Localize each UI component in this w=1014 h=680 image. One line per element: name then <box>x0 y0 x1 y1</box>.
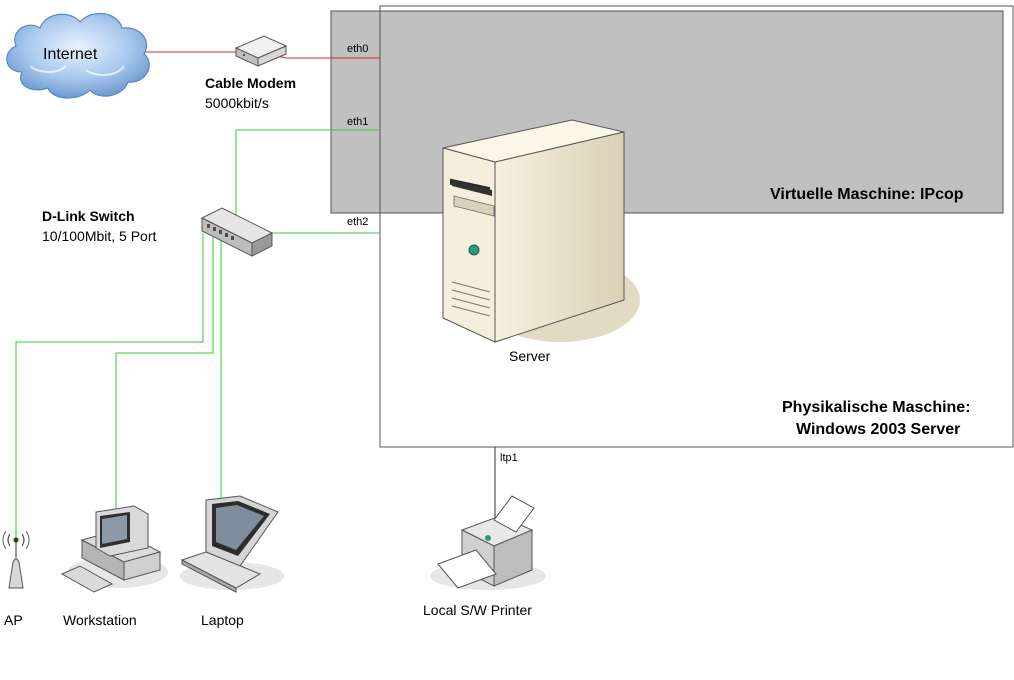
cable-modem-icon <box>234 35 288 67</box>
switch-spec: 10/100Mbit, 5 Port <box>42 228 157 244</box>
printer-icon <box>430 495 546 590</box>
switch-ap-link <box>15 233 204 540</box>
ltp1-label: ltp1 <box>500 452 518 464</box>
cable-modem-name: Cable Modem <box>205 75 297 91</box>
workstation-label: Workstation <box>63 612 137 628</box>
switch-name: D-Link Switch <box>42 208 135 224</box>
printer-label: Local S/W Printer <box>423 602 532 618</box>
workstation-icon <box>60 505 168 593</box>
physical-machine-box <box>379 5 1014 448</box>
eth1-label: eth1 <box>347 116 369 128</box>
virtual-machine-label: Virtuelle Maschine: IPcop <box>770 186 964 203</box>
virtual-machine-box <box>330 10 1004 214</box>
physical-machine-label-line1: Physikalische Maschine: <box>782 399 971 416</box>
access-point-icon <box>2 530 30 589</box>
cable-modem-speed: 5000kbit/s <box>205 95 269 111</box>
eth1-switch-link <box>235 129 380 223</box>
physical-machine-label-line2: Windows 2003 Server <box>796 421 961 438</box>
eth0-label: eth0 <box>347 43 369 55</box>
server-tower-icon <box>442 119 640 343</box>
dlink-switch-icon <box>200 207 274 257</box>
ap-label: AP <box>4 612 23 628</box>
server-label: Server <box>509 348 551 364</box>
laptop-label: Laptop <box>201 612 244 628</box>
laptop-icon <box>180 495 284 593</box>
switch-workstation-link <box>115 237 214 510</box>
connection-lines <box>15 51 496 540</box>
internet-cloud-icon <box>6 12 150 99</box>
eth2-label: eth2 <box>347 216 369 228</box>
internet-label: Internet <box>43 46 98 63</box>
